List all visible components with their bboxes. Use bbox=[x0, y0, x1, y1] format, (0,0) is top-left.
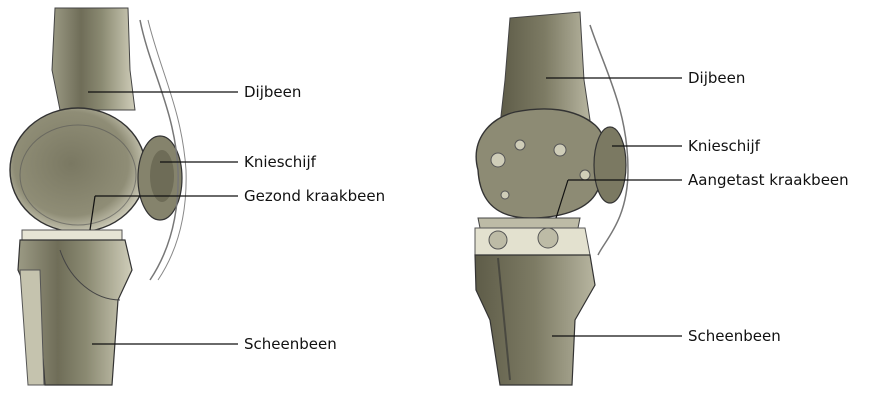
label-left-patella: Knieschijf bbox=[244, 153, 316, 171]
label-left-tibia: Scheenbeen bbox=[244, 335, 337, 353]
label-right-femur: Dijbeen bbox=[688, 69, 745, 87]
leader-lines bbox=[88, 78, 682, 344]
label-left-femur: Dijbeen bbox=[244, 83, 301, 101]
label-left-cartilage: Gezond kraakbeen bbox=[244, 187, 385, 205]
arthritic-knee-drawing bbox=[475, 12, 628, 385]
label-right-tibia: Scheenbeen bbox=[688, 327, 781, 345]
label-right-patella: Knieschijf bbox=[688, 137, 760, 155]
label-right-cartilage: Aangetast kraakbeen bbox=[688, 171, 849, 189]
